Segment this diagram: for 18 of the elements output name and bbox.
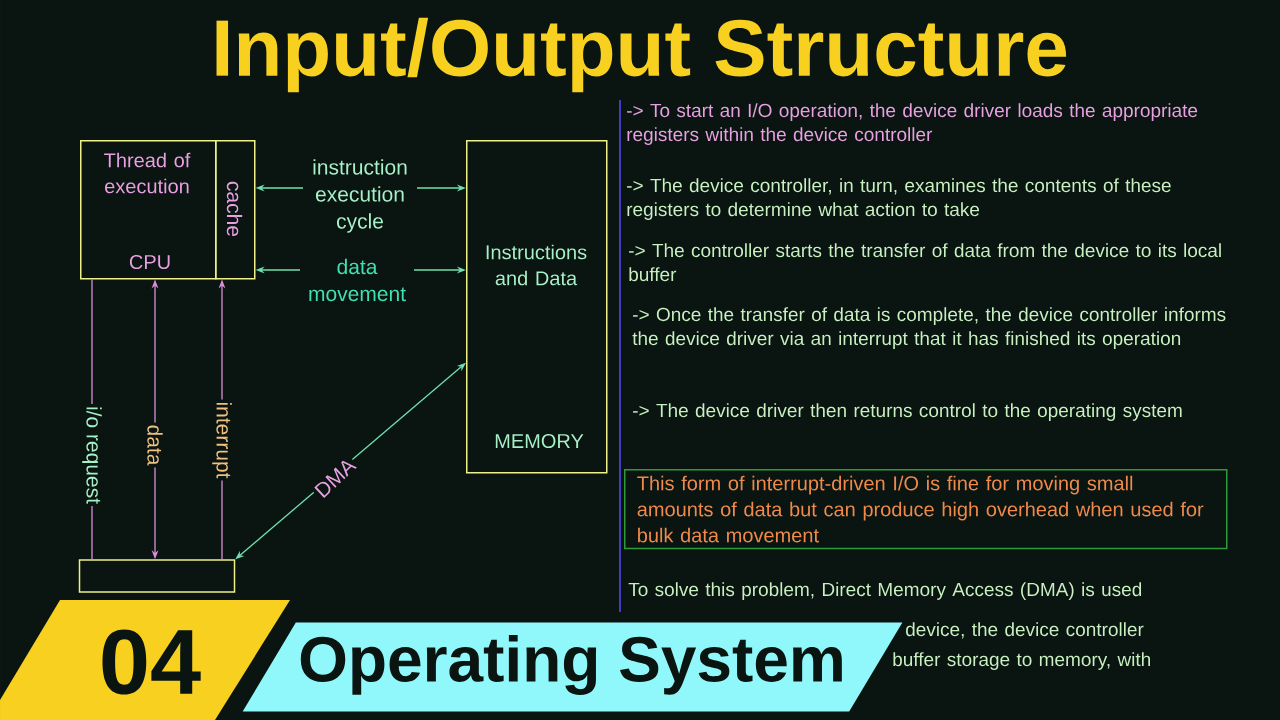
edge-label: interrupt (210, 399, 234, 481)
edge-label: instruction execution cycle (303, 157, 417, 235)
bullet-text: -> Once the transfer of data is complete, the device controller informs the device driver via an interrupt that it has finished its operation (632, 307, 1226, 349)
memory-box: Instructions and Data MEMORY (466, 140, 608, 474)
note-box: This form of interrupt-driven I/O is fine for moving small amounts of data but can produce high overhead when used for bulk data movement (624, 469, 1228, 550)
edge-label: data movement (300, 256, 414, 304)
cpu-box: Thread of execution CPU (80, 140, 217, 280)
number-banner: 04 (0, 600, 290, 720)
title: Input/Output Structure (216, 17, 1067, 93)
bullet-text: -> The device driver then returns control to the operating system (633, 403, 1182, 421)
edge-label: data (145, 422, 165, 468)
bullet-text: -> To start an I/O operation, the device driver loads the appropriate registers within the device controller (627, 103, 1198, 145)
device-box (78, 559, 236, 593)
bullet-text: -> The controller starts the transfer of data from the device to its local buffer (629, 243, 1221, 282)
edge-label: i/o request (80, 403, 104, 506)
bullet-text: -> The device controller, in turn, examines the contents of these registers to determine what action to take (627, 178, 1171, 220)
body-text: To solve this problem, Direct Memory Access (DMA) is used (628, 582, 1142, 600)
cache-box: cache (215, 140, 256, 280)
